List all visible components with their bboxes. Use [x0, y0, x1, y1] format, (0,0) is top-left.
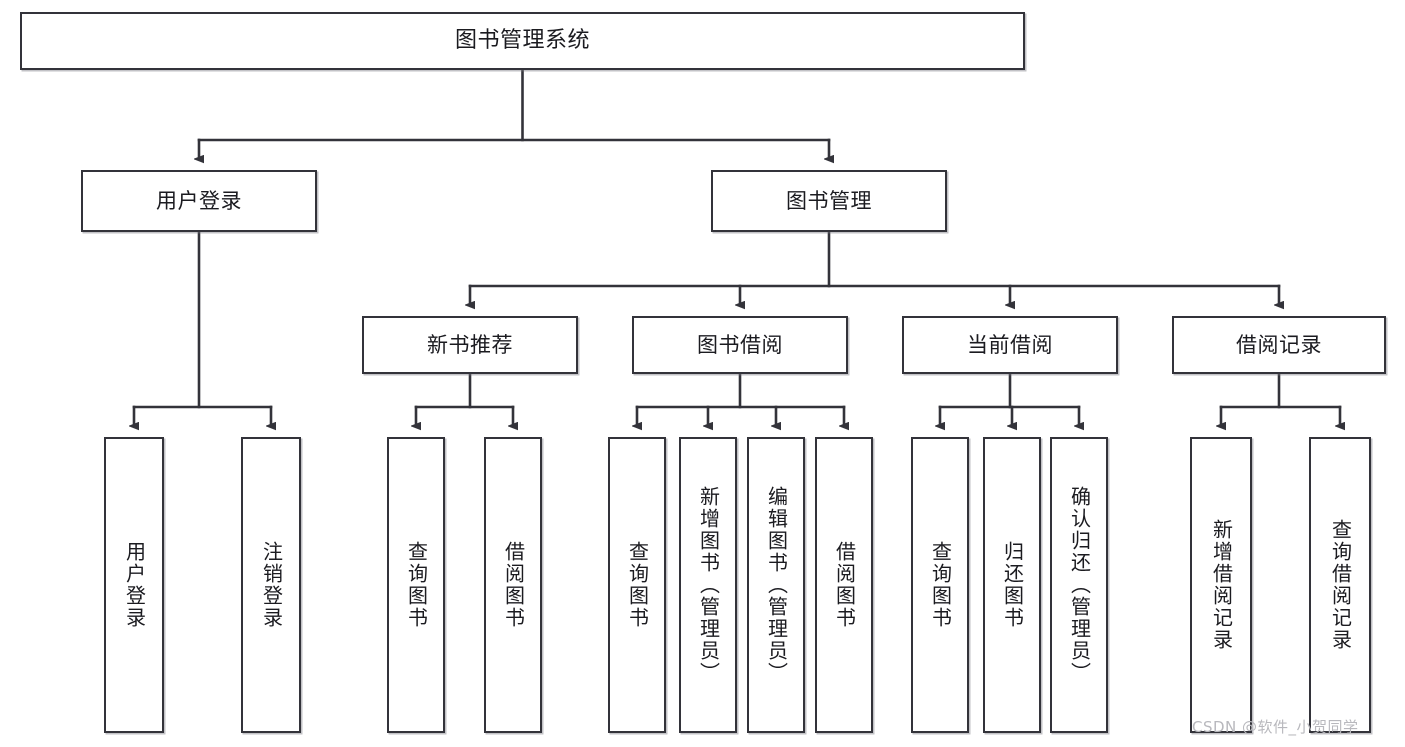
node-label: 查询图书 — [928, 541, 953, 629]
node-leaf-return-book[interactable]: 归还图书 — [983, 437, 1041, 733]
node-label: 编辑图书（管理员） — [764, 486, 789, 684]
node-label: 查询图书 — [404, 541, 429, 629]
node-label: 归还图书 — [1000, 541, 1025, 629]
node-label: 图书管理系统 — [454, 28, 590, 54]
node-label: 注销登录 — [259, 541, 284, 629]
node-current-borrow[interactable]: 当前借阅 — [902, 316, 1118, 374]
node-label: 确认归还（管理员） — [1067, 486, 1092, 684]
node-label: 用户登录 — [156, 188, 242, 213]
node-label: 查询图书 — [625, 541, 650, 629]
node-root[interactable]: 图书管理系统 — [20, 12, 1025, 70]
node-leaf-borrow-book-1[interactable]: 借阅图书 — [484, 437, 542, 733]
node-new-book-rec[interactable]: 新书推荐 — [362, 316, 578, 374]
node-leaf-user-login[interactable]: 用户登录 — [104, 437, 164, 733]
node-label: 当前借阅 — [967, 332, 1053, 357]
node-book-borrow[interactable]: 图书借阅 — [632, 316, 848, 374]
node-leaf-add-book[interactable]: 新增图书（管理员） — [679, 437, 737, 733]
node-leaf-user-logout[interactable]: 注销登录 — [241, 437, 301, 733]
node-label: 用户登录 — [122, 541, 147, 629]
csdn-watermark: CSDN @软件_小贺同学 — [1192, 718, 1359, 736]
node-leaf-query-record[interactable]: 查询借阅记录 — [1309, 437, 1371, 733]
node-leaf-edit-book[interactable]: 编辑图书（管理员） — [747, 437, 805, 733]
node-label: 图书借阅 — [697, 332, 783, 357]
node-label: 借阅记录 — [1236, 332, 1322, 357]
node-leaf-add-record[interactable]: 新增借阅记录 — [1190, 437, 1252, 733]
node-book-manage[interactable]: 图书管理 — [711, 170, 947, 232]
edges — [134, 68, 1340, 426]
node-label: 新增图书（管理员） — [696, 486, 721, 684]
node-leaf-query-book-1[interactable]: 查询图书 — [387, 437, 445, 733]
node-label: 图书管理 — [786, 188, 872, 213]
node-borrow-record[interactable]: 借阅记录 — [1172, 316, 1386, 374]
node-label: 借阅图书 — [832, 541, 857, 629]
node-leaf-query-book-2[interactable]: 查询图书 — [608, 437, 666, 733]
node-leaf-confirm-return[interactable]: 确认归还（管理员） — [1050, 437, 1108, 733]
node-leaf-borrow-book-2[interactable]: 借阅图书 — [815, 437, 873, 733]
node-label: 查询借阅记录 — [1328, 519, 1353, 651]
node-label: 借阅图书 — [501, 541, 526, 629]
node-label: 新增借阅记录 — [1209, 519, 1234, 651]
node-user-login[interactable]: 用户登录 — [81, 170, 317, 232]
node-label: 新书推荐 — [427, 332, 513, 357]
node-leaf-query-book-3[interactable]: 查询图书 — [911, 437, 969, 733]
